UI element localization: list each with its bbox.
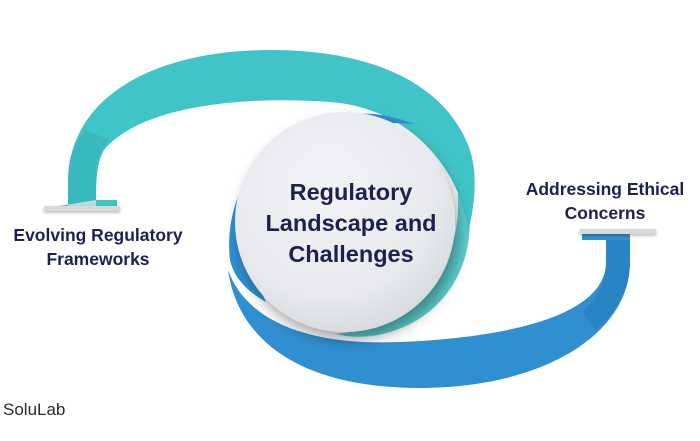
center-circle — [235, 112, 455, 332]
blue-arc — [228, 232, 630, 388]
right-label: Addressing Ethical Concerns — [525, 179, 685, 223]
teal-arc-shading — [68, 130, 110, 208]
right-tab — [580, 229, 656, 234]
left-label: Evolving Regulatory Frameworks — [13, 225, 183, 269]
blue-arc-shading — [582, 240, 630, 330]
brand-logo-text: SoluLab — [3, 400, 66, 419]
left-tab — [44, 206, 120, 211]
center-title: Regulatory Landscape and Challenges — [265, 179, 437, 267]
teal-arc — [47, 50, 475, 232]
teal-crescent — [336, 176, 470, 337]
